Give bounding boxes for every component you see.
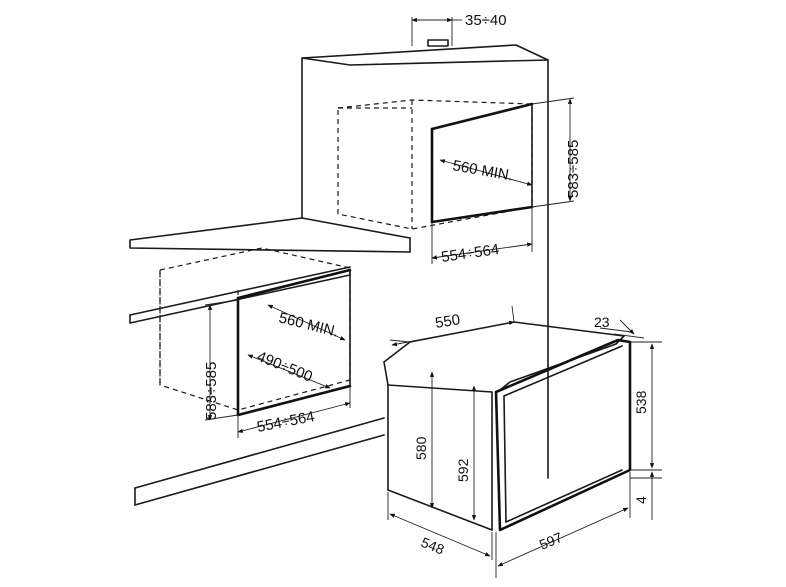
niche-gap-label: 35÷40 <box>465 12 507 29</box>
oven-unit: 550 23 538 4 580 592 548 597 <box>383 305 662 578</box>
oven-front-height-label: 592 <box>455 458 471 482</box>
upper-depth-label: 560 MIN. <box>451 157 514 184</box>
oven-bottom-offset-label: 4 <box>633 496 649 504</box>
lower-depth-label: 560 MIN. <box>277 309 340 340</box>
oven-side-height-label: 538 <box>633 390 649 414</box>
oven-body-height-label: 580 <box>413 436 429 460</box>
oven-front-offset-label: 23 <box>594 314 610 330</box>
niche-gap-dimension: 35÷40 <box>411 12 507 46</box>
oven-width-label: 597 <box>537 529 565 553</box>
oven-side-depth-label: 548 <box>419 534 447 558</box>
upper-height-label: 583÷585 <box>565 140 582 198</box>
upper-niche: 560 MIN. 583÷585 554÷564 <box>337 97 582 266</box>
lower-cabinet: 560 MIN. 490÷500 583÷585 554÷564 <box>129 247 385 506</box>
upper-width-label: 554÷564 <box>440 241 500 266</box>
lower-diag-label: 490÷500 <box>255 348 315 386</box>
lower-width-label: 554÷564 <box>256 408 316 436</box>
lower-height-label: 583÷585 <box>203 362 220 420</box>
oven-depth-top-label: 550 <box>434 311 461 332</box>
